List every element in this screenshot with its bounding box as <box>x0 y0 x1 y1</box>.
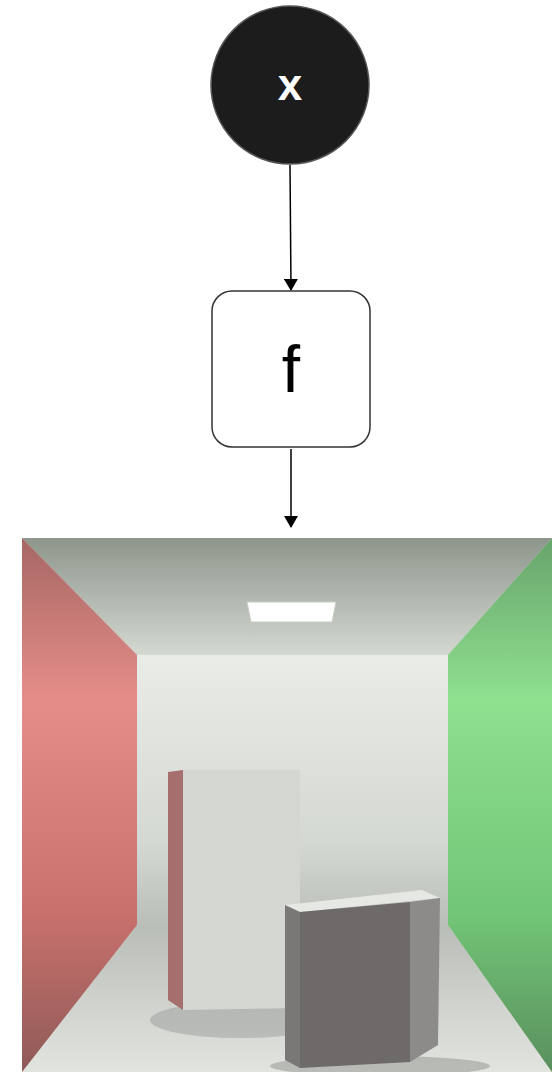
input-circle: x <box>210 5 370 165</box>
function-box: f <box>211 290 371 448</box>
arrow-connector <box>290 165 291 290</box>
node-label: x <box>278 60 302 110</box>
node-label: f <box>282 331 300 407</box>
